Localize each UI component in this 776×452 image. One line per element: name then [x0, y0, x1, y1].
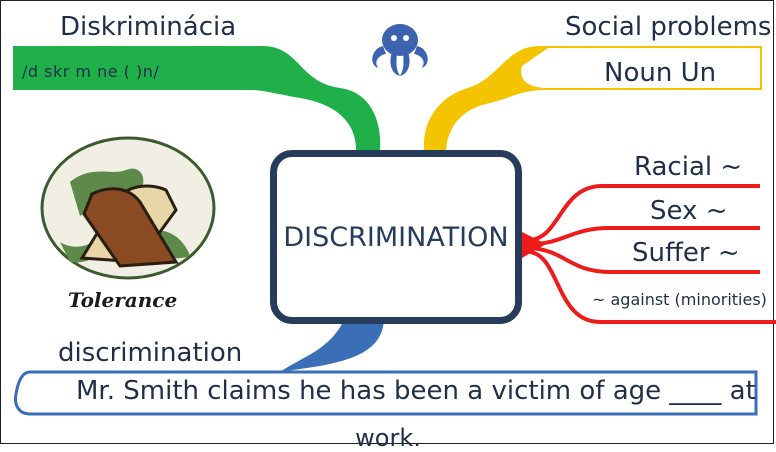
central-topic-box: DISCRIMINATION [270, 150, 522, 324]
blue-branch [280, 320, 384, 372]
example-sentence: Mr. Smith claims he has been a victim of… [76, 376, 756, 406]
yellow-branch-word: Social problems [565, 12, 772, 42]
green-branch-phonetic: /d skr m ne ( )n/ [22, 62, 160, 81]
red-item-racial: Racial ~ [634, 152, 743, 182]
red-item-sex: Sex ~ [650, 196, 728, 226]
yellow-branch-pos: Noun Un [604, 58, 717, 88]
blue-frame [14, 370, 758, 416]
blue-branch-word: discrimination [58, 338, 243, 368]
central-topic-title: DISCRIMINATION [283, 221, 509, 253]
green-branch-word: Diskriminácia [60, 12, 237, 42]
octopus-icon [372, 24, 428, 76]
mindmap-frame [0, 0, 774, 444]
red-item-suffer: Suffer ~ [632, 238, 740, 268]
handshake-globe-icon [40, 136, 216, 280]
image-caption: Tolerance [68, 288, 178, 312]
green-branch [14, 46, 381, 150]
yellow-inner [521, 48, 760, 88]
red-item-against: ~ against (minorities) [592, 290, 767, 309]
example-sentence-end: work. [355, 424, 421, 452]
